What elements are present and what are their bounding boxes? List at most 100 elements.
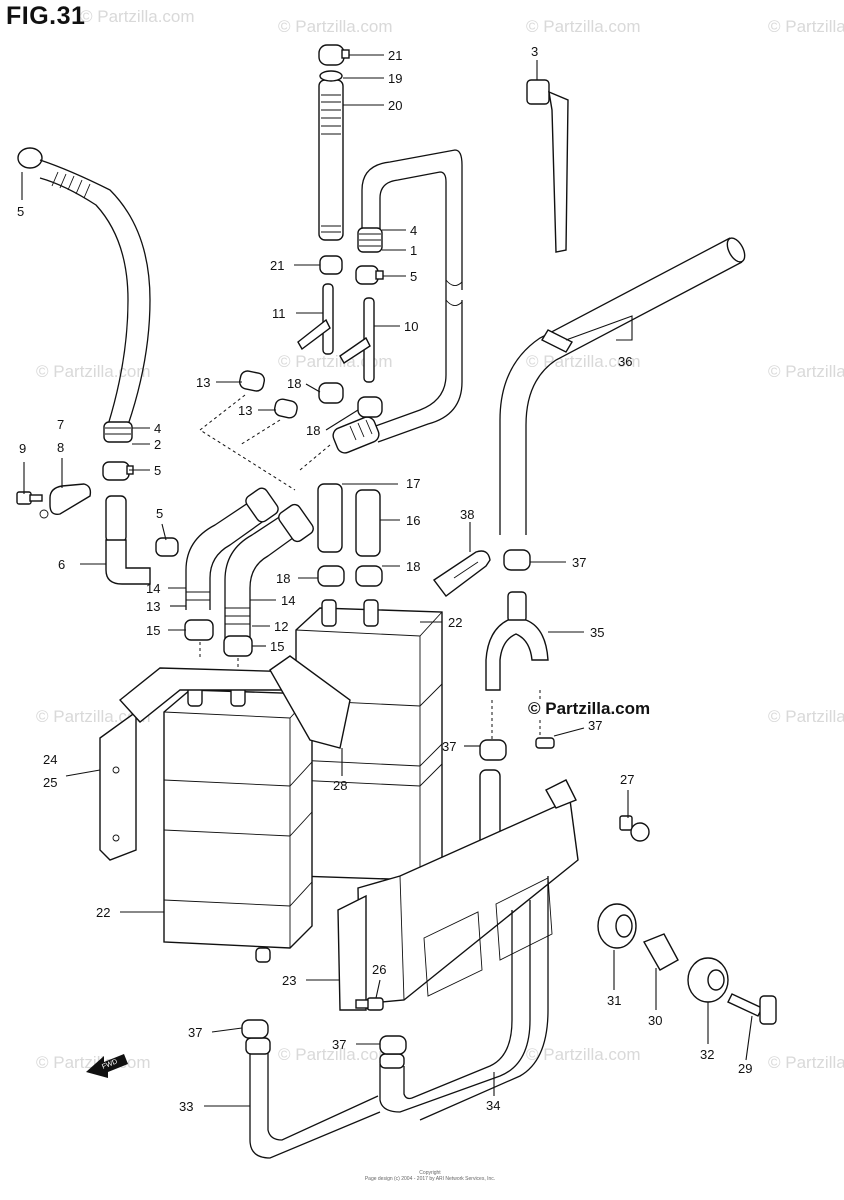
callout-37: 37 — [332, 1037, 346, 1052]
callout-37: 37 — [442, 739, 456, 754]
callout-labels: 21 19 20 3 5 4 1 21 5 11 10 36 13 18 13 … — [17, 44, 752, 1114]
callout-4: 4 — [154, 421, 161, 436]
callout-2: 2 — [154, 437, 161, 452]
callout-8: 8 — [57, 440, 64, 455]
callout-5: 5 — [156, 506, 163, 521]
callout-30: 30 — [648, 1013, 662, 1028]
callout-25: 25 — [43, 775, 57, 790]
clamp-15 — [184, 619, 214, 641]
watermark: © Partzilla.com — [36, 362, 151, 381]
bolt-29 — [727, 993, 777, 1025]
watermark: © Partzilla.com — [278, 352, 393, 371]
callout-33: 33 — [179, 1099, 193, 1114]
callout-7: 7 — [57, 417, 64, 432]
callout-15: 15 — [146, 623, 160, 638]
callout-14: 14 — [281, 593, 295, 608]
clamp-18 — [357, 396, 383, 418]
watermark: © Partzilla.com — [36, 707, 151, 726]
callout-21: 21 — [388, 48, 402, 63]
watermark: © Partzilla.com — [768, 362, 844, 381]
hose-20 — [318, 44, 350, 241]
clamp-37 — [503, 549, 531, 571]
callout-36: 36 — [618, 354, 632, 369]
callout-14: 14 — [146, 581, 160, 596]
bracket-38 — [432, 550, 491, 597]
callout-20: 20 — [388, 98, 402, 113]
hose-loop-long — [299, 300, 463, 471]
callout-38: 38 — [460, 507, 474, 522]
callout-27: 27 — [620, 772, 634, 787]
band-28 — [269, 655, 351, 749]
callout-10: 10 — [404, 319, 418, 334]
callout-19: 19 — [388, 71, 402, 86]
callout-16: 16 — [406, 513, 420, 528]
bolt-9 — [16, 491, 43, 505]
watermark: © Partzilla.com — [278, 1045, 393, 1064]
clamp-13 — [273, 398, 298, 419]
clamp-5 — [102, 461, 130, 481]
callout-4: 4 — [410, 223, 417, 238]
callout-24: 24 — [43, 752, 57, 767]
callout-34: 34 — [486, 1098, 500, 1113]
clamp-5 — [155, 537, 179, 557]
clamp-13 — [238, 370, 266, 392]
callout-13: 13 — [196, 375, 210, 390]
bracket-23 — [337, 779, 579, 1011]
callout-3: 3 — [531, 44, 538, 59]
clamp-37 — [535, 737, 555, 749]
hose-33 — [245, 1037, 381, 1159]
joint-35 — [485, 591, 549, 691]
bracket-24 — [99, 667, 301, 861]
clamp-15 — [223, 635, 253, 657]
callout-35: 35 — [590, 625, 604, 640]
watermarks: © Partzilla.com © Partzilla.com © Partzi… — [36, 7, 844, 1072]
bolt-27 — [619, 815, 650, 842]
callout-11: 11 — [272, 306, 286, 321]
callout-18: 18 — [287, 376, 301, 391]
callout-37: 37 — [188, 1025, 202, 1040]
clamp-18 — [318, 382, 344, 404]
hose-14-left — [185, 487, 279, 610]
hose-left-long — [17, 147, 151, 443]
watermark: © Partzilla.com — [526, 17, 641, 36]
callout-13: 13 — [238, 403, 252, 418]
callout-37: 37 — [572, 555, 586, 570]
hose-17 — [317, 483, 343, 553]
grommet-31 — [597, 903, 637, 949]
callout-22: 22 — [448, 615, 462, 630]
callout-5: 5 — [17, 204, 24, 219]
watermark: © Partzilla.com — [80, 7, 195, 26]
callout-22: 22 — [96, 905, 110, 920]
watermark: © Partzilla.com — [768, 707, 844, 726]
leader-lines — [21, 54, 753, 1107]
hose-loop-upper — [357, 149, 463, 306]
callout-18: 18 — [406, 559, 420, 574]
callout-18: 18 — [276, 571, 290, 586]
callout-26: 26 — [372, 962, 386, 977]
callout-15: 15 — [270, 639, 284, 654]
clamp-18 — [317, 565, 345, 587]
joint-10 — [339, 297, 375, 383]
callout-23: 23 — [282, 973, 296, 988]
clamp-37 — [241, 1019, 269, 1039]
watermark: © Partzilla.com — [526, 352, 641, 371]
callout-21: 21 — [270, 258, 284, 273]
collar-30 — [642, 933, 679, 971]
copyright-line: Copyright — [419, 1170, 441, 1176]
grommet-32 — [687, 957, 729, 1003]
callout-9: 9 — [19, 441, 26, 456]
joint-11 — [297, 283, 334, 355]
bracket-8 — [39, 483, 92, 519]
hose-16 — [355, 489, 381, 557]
watermark: © Partzilla.com — [768, 17, 844, 36]
callout-37: 37 — [588, 718, 602, 733]
brand-watermark: © Partzilla.com — [526, 699, 653, 719]
canister-22-lower — [163, 679, 313, 963]
clamp-5 — [355, 265, 379, 285]
leader-dash — [199, 394, 296, 491]
callout-12: 12 — [274, 619, 288, 634]
watermark: © Partzilla.com — [278, 17, 393, 36]
callout-5: 5 — [410, 269, 417, 284]
figure-title: FIG.31 — [6, 2, 86, 30]
callout-18: 18 — [306, 423, 320, 438]
